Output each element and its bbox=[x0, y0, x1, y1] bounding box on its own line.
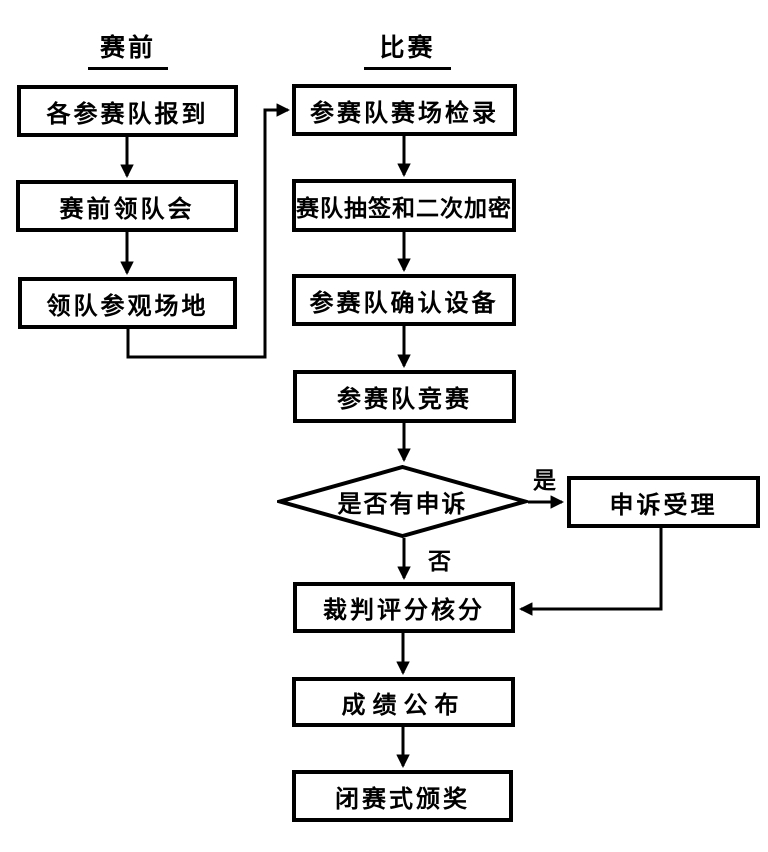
arrow-appeal-to-scoring bbox=[518, 528, 663, 616]
node-appeal-handling: 申诉受理 bbox=[567, 476, 760, 528]
node-venue-checkin: 参赛队赛场检录 bbox=[292, 84, 517, 136]
node-closing-ceremony-awards: 闭赛式颁奖 bbox=[292, 770, 513, 822]
node-teams-register: 各参赛队报到 bbox=[17, 85, 238, 137]
edge-label-yes: 是 bbox=[533, 467, 556, 493]
node-teams-compete: 参赛队竞赛 bbox=[293, 370, 516, 423]
decision-diamond-shape bbox=[277, 465, 528, 538]
node-draw-and-second-encryption: 赛队抽签和二次加密 bbox=[292, 179, 516, 232]
node-results-announcement: 成绩公布 bbox=[292, 677, 515, 727]
decision-label: 是否有申诉 bbox=[337, 491, 468, 518]
decision-has-appeal: 是否有申诉 bbox=[277, 465, 528, 538]
node-judges-score-check: 裁判评分核分 bbox=[293, 582, 515, 633]
column-title-competition: 比赛 bbox=[364, 28, 451, 70]
edge-label-no: 否 bbox=[428, 548, 451, 574]
node-confirm-equipment: 参赛队确认设备 bbox=[292, 274, 516, 326]
node-leaders-visit-venue: 领队参观场地 bbox=[18, 277, 237, 329]
node-pre-match-leaders-meeting: 赛前领队会 bbox=[16, 180, 238, 232]
arrow-visit-to-checkin bbox=[126, 103, 291, 359]
column-title-pre-competition: 赛前 bbox=[88, 28, 168, 70]
